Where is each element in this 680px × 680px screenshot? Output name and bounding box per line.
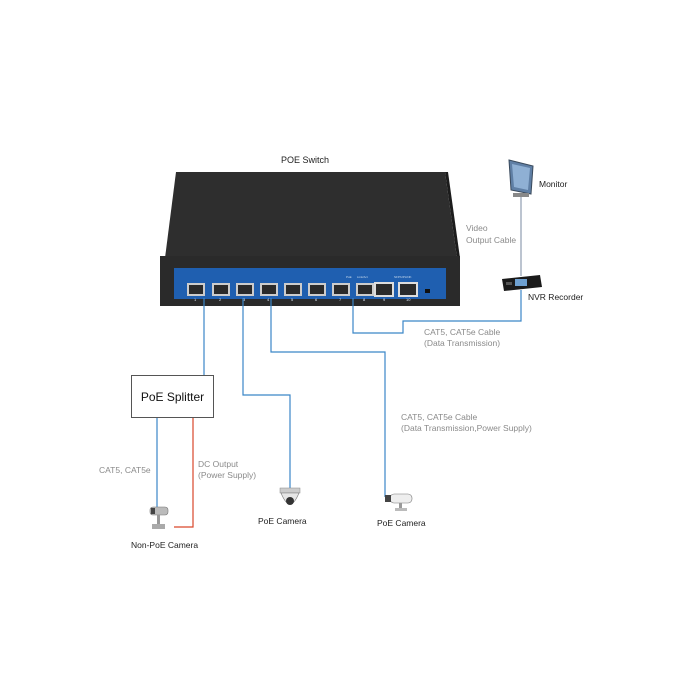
poe-switch-label: POE Switch (281, 155, 330, 165)
dc-output-label-1: DC Output (198, 459, 239, 469)
port-number-6: 6 (315, 297, 318, 302)
poe-dome-camera-label: PoE Camera (258, 516, 307, 526)
port-number-7: 7 (339, 297, 342, 302)
switch-ports (187, 282, 430, 297)
svg-text:SFP/UPLINK: SFP/UPLINK (394, 275, 412, 279)
port-numbers: 1 2 3 4 5 6 7 8 9 10 (194, 297, 411, 302)
non-poe-camera-icon (149, 506, 169, 529)
poe-splitter-label: PoE Splitter (140, 389, 205, 404)
cat5-data-cable-label-1: CAT5, CAT5e Cable (424, 327, 501, 337)
port-number-8: 8 (363, 297, 366, 302)
port-number-10: 10 (406, 297, 411, 302)
non-poe-camera-label: Non-PoE Camera (131, 540, 199, 550)
port-number-1: 1 (194, 297, 197, 302)
data-cables (156, 290, 522, 510)
port-number-3: 3 (243, 297, 246, 302)
port-number-5: 5 (291, 297, 294, 302)
nvr-recorder-label: NVR Recorder (528, 292, 584, 302)
cat5-power-cable-label-2: (Data Transmission,Power Supply) (401, 423, 532, 433)
video-cable-label-2: Output Cable (466, 235, 517, 245)
svg-text:PoE: PoE (346, 275, 352, 279)
poe-dome-camera-icon (279, 487, 301, 505)
cable-port4-bullet-camera (270, 298, 386, 497)
reset-button (425, 289, 430, 293)
svg-text:Link/Act: Link/Act (357, 275, 368, 279)
port-number-2: 2 (219, 297, 222, 302)
port-number-4: 4 (267, 297, 270, 302)
monitor-label: Monitor (539, 179, 568, 189)
cat5-power-cable-label-1: CAT5, CAT5e Cable (401, 412, 478, 422)
cable-port3-dome-camera (242, 298, 291, 490)
cable-port8-nvr (352, 290, 522, 334)
cat5-data-cable-label-2: (Data Transmission) (424, 338, 501, 348)
dc-power-cable (174, 418, 194, 528)
poe-splitter-box: PoE Splitter (131, 375, 214, 418)
poe-bullet-camera-label: PoE Camera (377, 518, 426, 528)
dc-output-label-2: (Power Supply) (198, 470, 257, 480)
nvr-recorder-icon (502, 275, 542, 291)
switch-top (165, 172, 457, 258)
cat5-short-label: CAT5, CAT5e (99, 465, 151, 475)
poe-bullet-camera-icon (385, 493, 413, 511)
monitor-icon (508, 159, 534, 197)
port-number-9: 9 (383, 297, 386, 302)
video-cable-label-1: Video (466, 223, 488, 233)
